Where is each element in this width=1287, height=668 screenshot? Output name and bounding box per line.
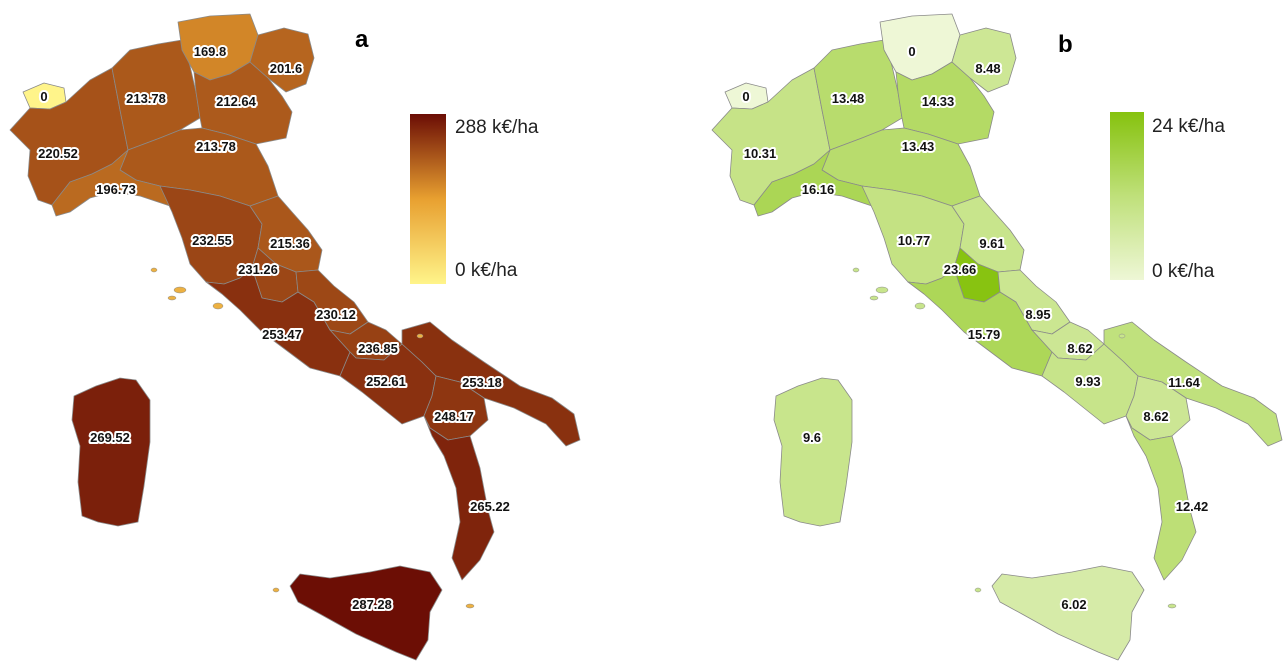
- value-label-sardegna: 9.6: [803, 430, 821, 445]
- value-label-veneto: 14.33: [922, 94, 955, 109]
- region-calabria: [423, 415, 495, 581]
- small-island: [974, 587, 982, 593]
- value-label-sicilia: 287.28: [352, 597, 392, 612]
- small-island: [1118, 333, 1126, 339]
- value-label-campania: 9.93: [1075, 374, 1100, 389]
- small-island: [465, 603, 475, 609]
- small-island: [212, 302, 224, 310]
- value-label-basilicata: 248.17: [434, 409, 474, 424]
- value-label-marche: 9.61: [979, 236, 1004, 251]
- value-label-marche: 215.36: [270, 236, 310, 251]
- region-puglia: [401, 321, 581, 447]
- region-sardegna: [71, 377, 151, 527]
- region-friuli-venezia-giulia: [249, 27, 315, 93]
- value-label-sardegna: 269.52: [90, 430, 130, 445]
- legend-color-bar: [410, 114, 446, 284]
- value-label-calabria: 12.42: [1176, 499, 1209, 514]
- value-label-molise: 236.85: [358, 341, 398, 356]
- regions-layer: [711, 13, 1283, 661]
- small-island: [875, 286, 889, 294]
- value-label-basilicata: 8.62: [1143, 409, 1168, 424]
- small-island: [1167, 603, 1177, 609]
- value-label-lombardia: 13.48: [832, 91, 865, 106]
- value-label-puglia: 253.18: [462, 375, 502, 390]
- value-label-lombardia: 213.78: [126, 91, 166, 106]
- value-label-emilia-romagna: 213.78: [196, 139, 236, 154]
- value-label-trentino-alto-adige: 169.8: [194, 44, 227, 59]
- value-label-friuli-venezia-giulia: 201.6: [270, 61, 303, 76]
- panel-letter-a: a: [355, 26, 369, 53]
- legend-min-label: 0 k€/ha: [455, 260, 518, 281]
- value-label-campania: 252.61: [366, 374, 406, 389]
- value-label-friuli-venezia-giulia: 8.48: [975, 61, 1000, 76]
- value-label-trentino-alto-adige: 0: [908, 44, 915, 59]
- region-sardegna: [773, 377, 853, 527]
- region-veneto: [193, 61, 293, 145]
- region-calabria: [1125, 415, 1197, 581]
- value-label-puglia: 11.64: [1168, 375, 1201, 390]
- region-friuli-venezia-giulia: [951, 27, 1017, 93]
- small-island: [914, 302, 926, 310]
- value-label-toscana: 10.77: [898, 233, 931, 248]
- value-label-valle-d-aosta: 0: [742, 89, 749, 104]
- value-label-lazio: 15.79: [968, 327, 1001, 342]
- value-label-piemonte: 10.31: [744, 146, 777, 161]
- value-label-liguria: 16.16: [802, 182, 835, 197]
- small-island: [173, 286, 187, 294]
- panel-a-map: 0 220.52 213.78 169.8 212.64 201.6 213.78 196.7…: [9, 13, 581, 661]
- value-label-emilia-romagna: 13.43: [902, 139, 935, 154]
- panel-letter-b: b: [1058, 31, 1073, 58]
- value-label-liguria: 196.73: [96, 182, 136, 197]
- small-island: [852, 267, 860, 273]
- region-sicilia: [289, 565, 443, 661]
- legend-max-label: 288 k€/ha: [455, 117, 539, 138]
- small-island: [150, 267, 158, 273]
- value-label-molise: 8.62: [1067, 341, 1092, 356]
- value-label-abruzzo: 230.12: [316, 307, 356, 322]
- small-island: [272, 587, 280, 593]
- value-label-umbria: 23.66: [944, 262, 977, 277]
- value-label-umbria: 231.26: [238, 262, 278, 277]
- value-label-sicilia: 6.02: [1061, 597, 1086, 612]
- value-label-calabria: 265.22: [470, 499, 510, 514]
- small-island: [416, 333, 424, 339]
- regions-layer: [9, 13, 581, 661]
- value-label-veneto: 212.64: [216, 94, 257, 109]
- region-puglia: [1103, 321, 1283, 447]
- small-island: [869, 295, 879, 301]
- region-sicilia: [991, 565, 1145, 661]
- region-veneto: [895, 61, 995, 145]
- value-label-piemonte: 220.52: [38, 146, 78, 161]
- small-island: [167, 295, 177, 301]
- value-label-lazio: 253.47: [262, 327, 302, 342]
- value-label-abruzzo: 8.95: [1025, 307, 1050, 322]
- value-label-toscana: 232.55: [192, 233, 232, 248]
- legend-max-label: 24 k€/ha: [1152, 116, 1225, 137]
- legend-color-bar: [1110, 112, 1144, 280]
- value-label-valle-d-aosta: 0: [40, 89, 47, 104]
- labels-layer: 0 220.52 213.78 169.8 212.64 201.6 213.78 196.7…: [36, 42, 512, 614]
- legend-min-label: 0 k€/ha: [1152, 261, 1215, 282]
